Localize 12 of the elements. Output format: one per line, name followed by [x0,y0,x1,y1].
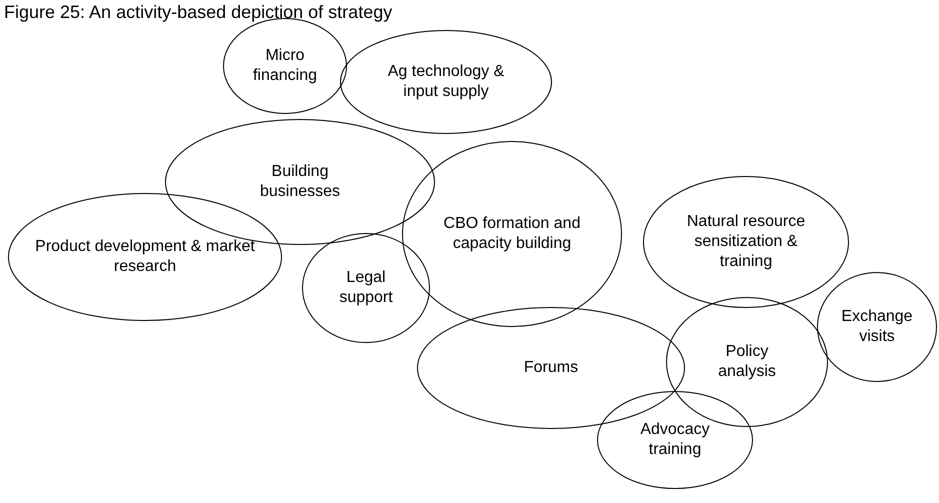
activity-label: Building businesses [258,162,342,202]
activity-label: Exchange visits [840,307,914,347]
activity-label: Product development & market research [34,237,256,277]
activity-label: Forums [522,358,580,378]
activity-label: Natural resource sensitization & training [686,212,806,272]
activity-label: Legal support [338,268,394,308]
activity-label: CBO formation and capacity building [442,214,582,254]
activity-label: Advocacy training [639,420,711,460]
figure-title: Figure 25: An activity-based depiction of strategy [4,2,392,23]
activity-label: Ag technology & input supply [386,62,506,102]
activity-label: Micro financing [252,46,318,86]
activity-label: Policy analysis [717,342,777,382]
